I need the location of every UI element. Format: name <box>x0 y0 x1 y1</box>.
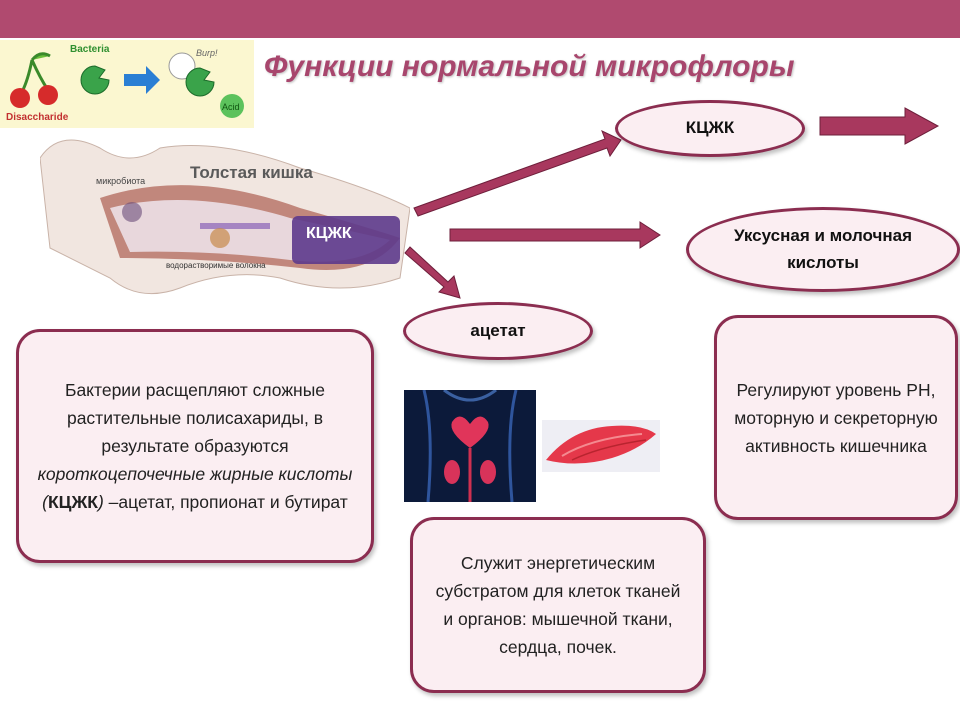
bacteria-label: Bacteria <box>70 44 110 55</box>
acetate-node: ацетат <box>403 302 593 360</box>
intestine-kczk-label: КЦЖК <box>306 225 352 242</box>
blue-arrow-icon <box>124 66 160 94</box>
energy-substrate-box: Служит энергетическим субстратом для кле… <box>410 517 706 693</box>
top-bar <box>0 0 960 38</box>
fiber-label: водорастворимые волокна <box>166 261 266 270</box>
bacteria-description-box: Бактерии расщепляют сложные растительные… <box>16 329 374 563</box>
regulation-text: Регулируют уровень РН, моторную и секрет… <box>734 379 938 456</box>
arrow-to-acids <box>449 221 661 249</box>
energy-substrate-text: Служит энергетическим субстратом для кле… <box>435 553 681 657</box>
kczk-node: КЦЖК <box>615 100 805 157</box>
cherry-left <box>10 88 30 108</box>
cherry-right <box>38 85 58 105</box>
intestine-title: Толстая кишка <box>190 163 313 182</box>
bacteria-shape <box>80 65 110 95</box>
acetic-lactic-acids-label: Уксусная и молочная кислоты <box>733 226 913 272</box>
arrow-to-kczk <box>413 130 622 217</box>
acetic-lactic-acids-node: Уксусная и молочная кислоты <box>686 207 960 292</box>
kidney-left-icon <box>444 460 460 484</box>
heart-icon <box>451 416 489 448</box>
kczk-node-label: КЦЖК <box>685 118 735 138</box>
kidney-right-icon <box>480 460 496 484</box>
microbiota-label: микробиота <box>96 176 145 186</box>
bacteria-digestion-illustration: Bacteria Disaccharide Burp! Acid <box>0 40 254 128</box>
acetate-node-label: ацетат <box>470 320 526 340</box>
regulation-box: Регулируют уровень РН, моторную и секрет… <box>714 315 958 520</box>
bacteria-description-text: Бактерии расщепляют сложные растительные… <box>37 380 353 512</box>
acid-label: Acid <box>222 102 240 112</box>
burp-label: Burp! <box>196 48 218 58</box>
arrow-to-acetate <box>404 246 461 299</box>
arrow-right-top <box>819 107 940 145</box>
muscle-illustration <box>542 420 660 472</box>
organs-illustration <box>404 390 536 502</box>
intestine-illustration: КЦЖК Толстая кишка микробиота водораство… <box>40 139 410 295</box>
disaccharide-label: Disaccharide <box>6 112 69 123</box>
kczk-panel <box>292 216 400 264</box>
page-title: Функции нормальной микрофлоры <box>264 50 795 83</box>
